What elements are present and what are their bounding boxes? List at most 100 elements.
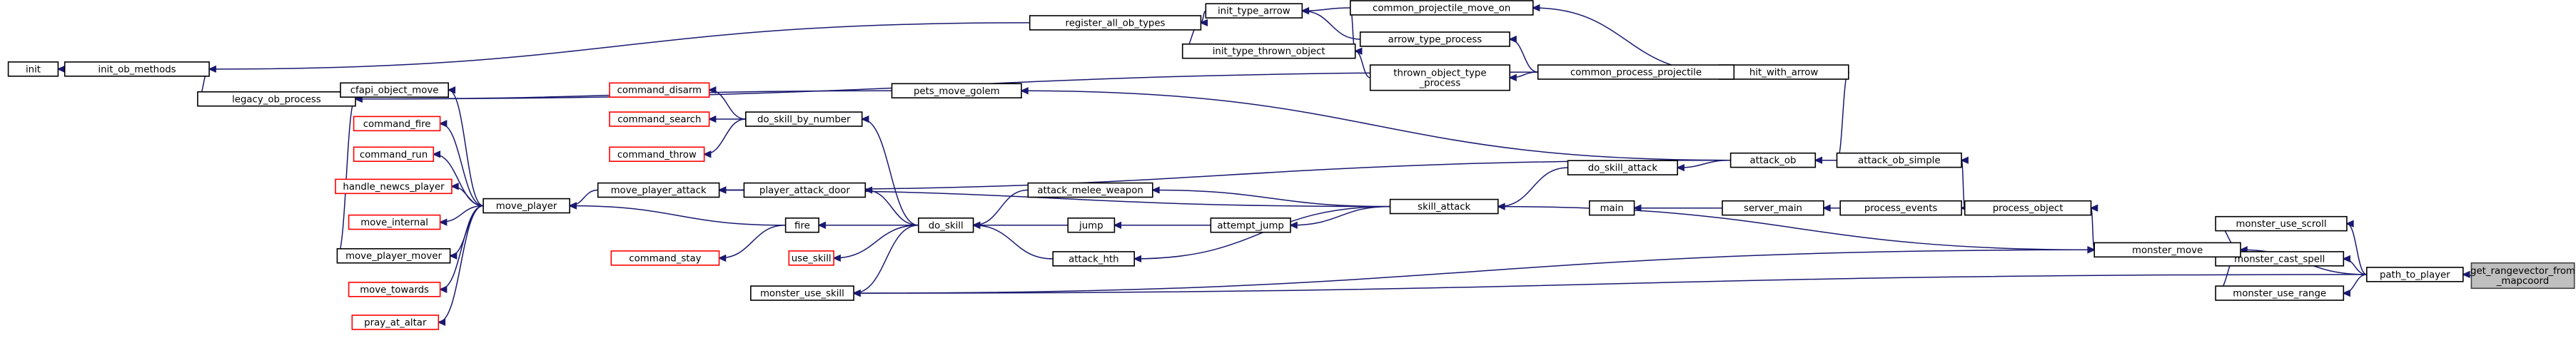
- node-box: [2215, 285, 2345, 301]
- node-label: do_skill_by_number: [757, 115, 851, 126]
- node-box: [609, 111, 710, 127]
- node-common-process-projectile[interactable]: common_process_projectile: [1537, 64, 1735, 80]
- node-init-type-thrown-object[interactable]: init_type_thrown_object: [1181, 43, 1356, 59]
- node-label: _process: [1419, 78, 1461, 88]
- edge-init-type-thrown-object-to-thrown-object-type-process: [1353, 47, 1370, 78]
- node-arrow-type-process[interactable]: arrow_type_process: [1359, 31, 1510, 47]
- edge-move-player-to-fire: [568, 202, 786, 226]
- node-box: [1029, 15, 1202, 31]
- node-attack-hth[interactable]: attack_hth: [1052, 251, 1135, 267]
- node-get-rangevector[interactable]: get_rangevector_from_mapcoord: [2470, 262, 2575, 290]
- node-cfapi-object-move[interactable]: cfapi_object_move: [340, 82, 449, 98]
- node-command-throw[interactable]: command_throw: [609, 146, 705, 163]
- node-command-disarm[interactable]: command_disarm: [609, 82, 710, 98]
- node-monster-use-skill[interactable]: monster_use_skill: [750, 285, 854, 301]
- node-label: monster_use_skill: [760, 289, 844, 300]
- node-label: thrown_object_type: [1393, 68, 1486, 78]
- node-legacy-ob-process[interactable]: legacy_ob_process: [197, 91, 356, 107]
- node-box: [1836, 152, 1962, 168]
- node-register-all-ob-types[interactable]: register_all_ob_types: [1029, 15, 1202, 31]
- node-monster-cast-spell[interactable]: monster_cast_spell: [2215, 251, 2345, 267]
- node-path-to-player[interactable]: path_to_player: [2366, 267, 2464, 282]
- node-label: init_type_arrow: [1218, 6, 1290, 17]
- node-do-skill-attack[interactable]: do_skill_attack: [1567, 160, 1679, 175]
- node-move-player-mover[interactable]: move_player_mover: [336, 247, 451, 264]
- node-label: command_disarm: [617, 86, 702, 96]
- node-box: [1027, 182, 1153, 198]
- node-init-type-arrow[interactable]: init_type_arrow: [1205, 3, 1303, 19]
- node-box: [197, 91, 356, 107]
- node-monster-use-range[interactable]: monster_use_range: [2215, 285, 2345, 301]
- node-command-stay[interactable]: command_stay: [610, 250, 720, 266]
- node-label: move_player_attack: [611, 185, 707, 196]
- node-box: [2215, 215, 2348, 232]
- node-common-projectile-move-on[interactable]: common_projectile_move_on: [1350, 0, 1534, 16]
- node-command-fire[interactable]: command_fire: [353, 116, 441, 132]
- node-label: move_towards: [360, 285, 429, 295]
- node-label: get_rangevector_from: [2470, 266, 2575, 277]
- node-box: [750, 285, 854, 301]
- edge-init-to-init-ob-methods: [56, 65, 66, 73]
- edge-thrown-object-type-process-to-common-process-projectile: [1508, 71, 1538, 82]
- node-label: init_type_thrown_object: [1213, 46, 1325, 57]
- node-box: [483, 198, 570, 214]
- node-player-attack-door[interactable]: player_attack_door: [743, 182, 867, 198]
- node-attempt-jump[interactable]: attempt_jump: [1210, 217, 1291, 233]
- edge-arrow-type-process-to-common-process-projectile: [1508, 35, 1538, 73]
- node-hit-with-arrow[interactable]: hit_with_arrow: [1718, 64, 1849, 80]
- node-init[interactable]: init: [7, 61, 59, 77]
- node-server-main[interactable]: server_main: [1722, 200, 1824, 216]
- node-monster-move[interactable]: monster_move: [2093, 242, 2241, 258]
- node-monster-use-scroll[interactable]: monster_use_scroll: [2215, 215, 2348, 232]
- node-command-search[interactable]: command_search: [609, 111, 710, 127]
- node-pray-at-altar[interactable]: pray_at_altar: [351, 315, 440, 330]
- node-fire[interactable]: fire: [784, 217, 819, 233]
- edge-attack-melee-weapon-to-skill-attack: [1151, 186, 1390, 208]
- node-handle-newcs-player[interactable]: handle_newcs_player: [335, 178, 453, 195]
- node-label: handle_newcs_player: [343, 182, 445, 193]
- node-main[interactable]: main: [1589, 200, 1635, 216]
- node-process-events[interactable]: process_events: [1839, 200, 1962, 216]
- node-use-skill[interactable]: use_skill: [788, 250, 834, 266]
- node-move-player[interactable]: move_player: [483, 198, 570, 214]
- node-pets-move-golem[interactable]: pets_move_golem: [891, 83, 1022, 99]
- node-box: [353, 146, 435, 163]
- edge-pets-move-golem-to-attack-ob: [1020, 87, 1731, 161]
- node-thrown-object-type-process[interactable]: thrown_object_type_process: [1369, 64, 1510, 91]
- node-move-internal[interactable]: move_internal: [348, 214, 441, 230]
- node-box: [1567, 160, 1679, 175]
- node-box: [1052, 251, 1135, 267]
- node-label: arrow_type_process: [1388, 35, 1483, 46]
- edge-move-internal-to-move-player: [438, 205, 484, 226]
- node-attack-ob[interactable]: attack_ob: [1729, 152, 1817, 168]
- node-box: [353, 116, 441, 132]
- edge-do-skill-to-attack-hth: [971, 221, 1054, 260]
- edge-command-throw-to-do-skill-by-number: [702, 118, 746, 158]
- node-box: [1537, 64, 1735, 80]
- node-jump[interactable]: jump: [1067, 217, 1116, 233]
- node-command-run[interactable]: command_run: [353, 146, 435, 163]
- edge-cfapi-object-move-to-move-player: [447, 86, 484, 207]
- edge-handle-newcs-player-to-move-player: [450, 183, 484, 207]
- node-skill-attack[interactable]: skill_attack: [1389, 198, 1499, 215]
- node-attack-melee-weapon[interactable]: attack_melee_weapon: [1027, 182, 1153, 198]
- node-box: [784, 217, 819, 233]
- node-label: attack_ob_simple: [1858, 155, 1941, 166]
- node-do-skill-by-number[interactable]: do_skill_by_number: [745, 111, 863, 127]
- node-box: [348, 214, 441, 230]
- node-init-ob-methods[interactable]: init_ob_methods: [64, 61, 210, 77]
- edge-legacy-ob-process-to-move-player-mover: [336, 95, 357, 257]
- node-label: server_main: [1744, 203, 1802, 214]
- node-do-skill[interactable]: do_skill: [918, 217, 974, 233]
- node-move-towards[interactable]: move_towards: [348, 282, 441, 297]
- node-box: [1350, 0, 1534, 16]
- edge-hit-with-arrow-to-attack-ob-simple: [1836, 68, 1850, 161]
- node-label: main: [1600, 203, 1624, 214]
- node-box: [1589, 200, 1635, 216]
- node-process-object[interactable]: process_object: [1964, 200, 2092, 216]
- node-label: move_internal: [360, 218, 428, 228]
- node-attack-ob-simple[interactable]: attack_ob_simple: [1836, 152, 1962, 168]
- node-move-player-attack[interactable]: move_player_attack: [597, 182, 720, 198]
- edge-init-ob-methods-to-register-all-ob-types: [208, 22, 1030, 73]
- edge-pray-at-altar-to-move-player: [437, 205, 484, 327]
